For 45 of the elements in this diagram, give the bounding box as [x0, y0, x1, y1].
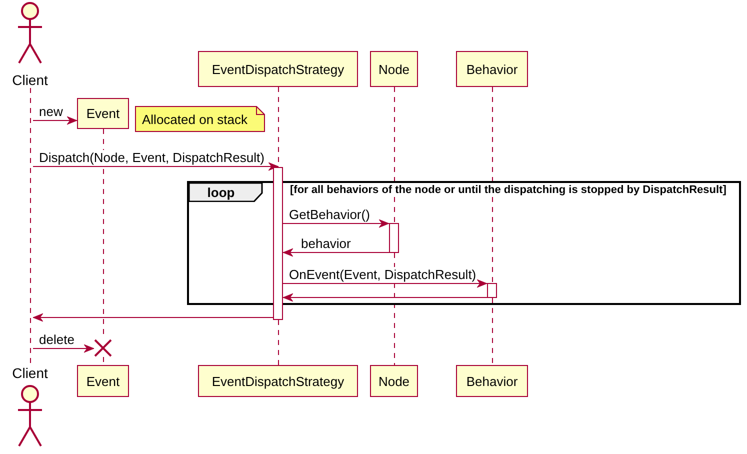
participant-box	[77, 365, 129, 397]
message-arrow	[32, 313, 274, 322]
lifeline	[492, 298, 493, 366]
participant-box	[456, 365, 528, 397]
fragment-keyword: loop	[207, 185, 236, 200]
message-arrow	[282, 248, 390, 257]
message-label: delete	[38, 332, 76, 346]
participant-name: Node	[378, 374, 410, 388]
participant-name: EventDispatchStrategy	[212, 62, 344, 76]
participant-name: Event	[86, 106, 120, 121]
participant-box	[370, 51, 418, 87]
lifeline	[278, 320, 279, 366]
sticky-note	[135, 106, 265, 132]
participant-name: Behavior	[466, 62, 518, 76]
message-arrow	[282, 279, 488, 288]
activation-bar	[389, 223, 399, 253]
message-arrow	[282, 219, 390, 228]
message-arrow	[32, 344, 94, 353]
message-label: Dispatch(Node, Event, DispatchResult)	[38, 150, 266, 164]
lifeline	[394, 252, 395, 366]
message-arrow	[282, 293, 488, 302]
destroy-cross-icon	[94, 339, 112, 357]
participant-box	[370, 365, 418, 397]
participant-box	[456, 51, 528, 87]
participant-box	[77, 98, 129, 129]
message-label: OnEvent(Event, DispatchResult)	[288, 266, 478, 282]
actor-name: Client	[12, 72, 48, 88]
message-arrow	[32, 116, 78, 125]
message-label: behavior	[300, 236, 352, 250]
activation-bar	[487, 283, 497, 298]
lifeline	[394, 86, 395, 224]
participant-box	[198, 51, 358, 87]
message-arrow	[32, 162, 279, 171]
guard-condition: [for all behaviors of the node or until the dispatching is stopped by DispatchResult]	[290, 184, 726, 197]
participant-box	[198, 365, 358, 397]
participant-name: Node	[378, 62, 410, 76]
activation-bar	[273, 167, 283, 320]
participant-name: EventDispatchStrategy	[212, 374, 344, 388]
lifeline	[27, 88, 33, 365]
participant-name: Behavior	[466, 374, 518, 388]
note-text: Allocated on stack	[142, 112, 248, 126]
participant-name: Event	[86, 374, 120, 388]
lifeline	[492, 86, 493, 284]
message-label: GetBehavior()	[288, 206, 371, 222]
actor-name: Client	[12, 365, 48, 381]
